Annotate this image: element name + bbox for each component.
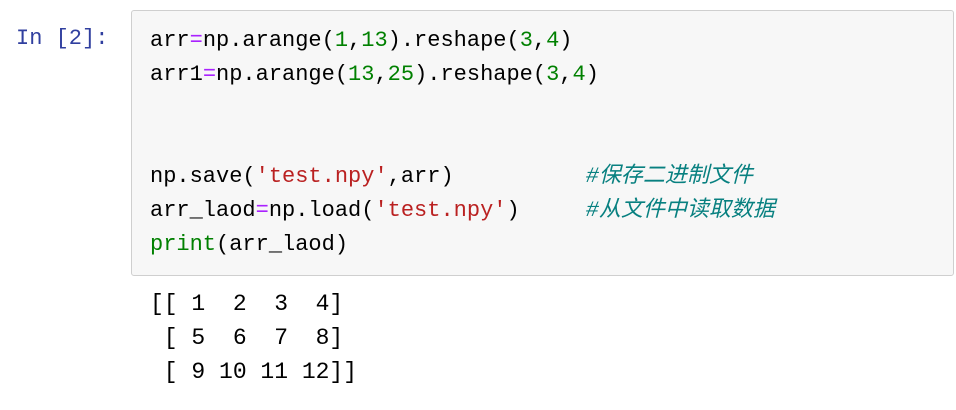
code-token-p: , <box>532 28 547 53</box>
code-token-p: ) <box>559 28 573 53</box>
code-token-n: 25 <box>387 62 415 87</box>
input-prompt: In [2]: <box>16 26 109 51</box>
code-token-w <box>520 198 586 223</box>
code-line <box>150 92 945 126</box>
code-token-c: #从文件中读取数据 <box>585 198 775 223</box>
code-token-p: np.arange( <box>216 62 349 87</box>
code-lines: arr=np.arange(1,13).reshape(3,4)arr1=np.… <box>150 24 945 262</box>
code-token-p: ).reshape( <box>414 62 547 87</box>
code-line: arr_laod=np.load('test.npy') #从文件中读取数据 <box>150 194 945 228</box>
output-line: [ 9 10 11 12]] <box>150 359 358 385</box>
code-token-p: , <box>348 28 362 53</box>
code-line <box>150 126 945 160</box>
code-token-p: , <box>559 62 573 87</box>
code-token-p: arr_laod <box>150 198 256 223</box>
output-line: [[ 1 2 3 4] <box>150 291 344 317</box>
code-token-p: ,arr) <box>387 164 454 189</box>
code-token-o: = <box>255 198 269 223</box>
code-token-p: arr1 <box>150 62 203 87</box>
code-token-o: = <box>202 62 217 87</box>
code-token-p: (arr_laod) <box>216 232 349 257</box>
code-token-s: 'test.npy' <box>374 198 507 223</box>
code-token-o: = <box>189 28 203 53</box>
code-line: arr=np.arange(1,13).reshape(3,4) <box>150 24 945 58</box>
code-token-p: ) <box>506 198 520 223</box>
code-token-n: 1 <box>334 28 349 53</box>
code-token-p: np.save( <box>150 164 256 189</box>
code-token-p: ).reshape( <box>387 28 520 53</box>
code-token-n: 4 <box>572 62 586 87</box>
code-token-b: print <box>150 232 217 257</box>
code-token-n: 3 <box>546 62 560 87</box>
code-token-w <box>454 164 586 189</box>
code-token-p: np.arange( <box>202 28 335 53</box>
code-token-n: 4 <box>546 28 560 53</box>
code-token-p: ) <box>585 62 599 87</box>
code-token-p: np.load( <box>268 198 375 223</box>
cell-output: [[ 1 2 3 4] [ 5 6 7 8] [ 9 10 11 12]] <box>150 287 357 389</box>
code-cell-editor[interactable]: arr=np.arange(1,13).reshape(3,4)arr1=np.… <box>131 10 954 276</box>
code-line: np.save('test.npy',arr) #保存二进制文件 <box>150 160 945 194</box>
code-line: print(arr_laod) <box>150 228 945 262</box>
code-line: arr1=np.arange(13,25).reshape(3,4) <box>150 58 945 92</box>
code-token-c: #保存二进制文件 <box>585 164 753 189</box>
output-lines: [[ 1 2 3 4] [ 5 6 7 8] [ 9 10 11 12]] <box>150 287 357 389</box>
code-token-p: , <box>374 62 388 87</box>
code-token-s: 'test.npy' <box>255 164 388 189</box>
code-token-p: arr <box>150 28 190 53</box>
code-token-n: 3 <box>519 28 533 53</box>
code-token-n: 13 <box>361 28 388 53</box>
code-token-n: 13 <box>348 62 375 87</box>
output-line: [ 5 6 7 8] <box>150 325 344 351</box>
